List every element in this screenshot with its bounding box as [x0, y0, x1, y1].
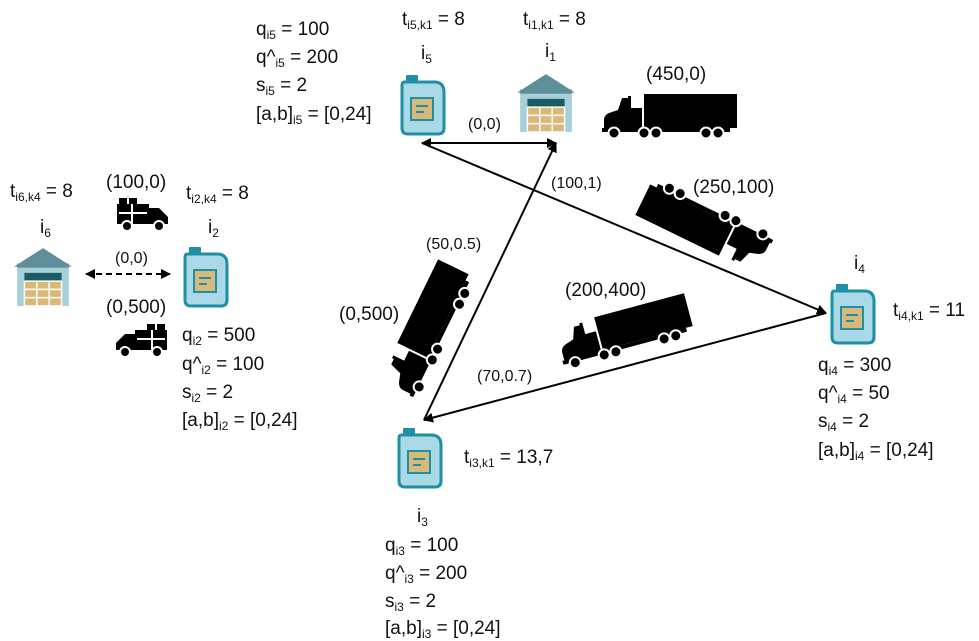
attr-q-i5: qi5 = 100: [256, 19, 330, 42]
node-label-i1: i1: [545, 41, 556, 64]
truck-label-leg-i4-i3: (200,400): [565, 280, 647, 301]
edge-i5-i4: [421, 142, 827, 315]
truck-icon-depot: [602, 94, 737, 139]
truck-label-leg-i5-i4: (250,100): [693, 177, 775, 198]
small-truck-icon-upper: [116, 198, 169, 232]
attr-s-i5: si5 = 2: [256, 75, 308, 98]
time-label-i2: ti2,k4 = 8: [186, 183, 249, 206]
node-label-i2: i2: [208, 217, 219, 240]
attr-qhat-i2: q^i2 = 100: [182, 354, 265, 377]
attr-qhat-i3: q^i3 = 200: [385, 563, 468, 586]
truck-label-k4-upper: (100,0): [106, 172, 167, 193]
node-label-i5: i5: [421, 43, 432, 66]
truck-label-leg-i3-i1: (0,500): [339, 304, 400, 325]
edge-i3-i1: [423, 142, 557, 421]
warehouse-icon-i6: [13, 247, 73, 307]
tank-icon-i2: [183, 246, 229, 308]
edge-label-i4-i3: (70,0.7): [477, 368, 533, 385]
attr-q-i3: qi3 = 100: [385, 535, 459, 558]
truck-label-depot: (450,0): [646, 64, 707, 85]
time-label-i4: ti4,k1 = 11: [893, 300, 966, 323]
attr-qhat-i5: q^i5 = 200: [256, 47, 339, 70]
tank-icon-i3: [397, 427, 443, 489]
node-label-i3: i3: [417, 506, 428, 529]
attr-window-i5: [a,b]i5 = [0,24]: [256, 104, 372, 127]
tank-icon-i5: [400, 74, 446, 136]
truck-icon-leg-i3-i1: [378, 259, 479, 401]
attr-q-i4: qi4 = 300: [818, 355, 892, 378]
node-label-i6: i6: [40, 217, 51, 240]
attr-qhat-i4: q^i4 = 50: [818, 383, 890, 406]
attr-s-i4: si4 = 2: [818, 411, 870, 434]
small-truck-icon-lower: [115, 324, 168, 358]
time-label-i5: ti5,k1 = 8: [402, 9, 465, 32]
edge-label-i3-i1: (50,0.5): [426, 236, 482, 253]
truck-label-k4-lower: (0,500): [106, 297, 167, 318]
attr-q-i2: qi2 = 500: [182, 325, 256, 348]
edge-label-i5-i4: (100,1): [551, 175, 602, 192]
edge-label-i1-i5: (0,0): [468, 116, 501, 133]
time-label-i1: ti1,k1 = 8: [523, 9, 586, 32]
warehouse-icon-i1: [516, 73, 576, 133]
attr-window-i2: [a,b]i2 = [0,24]: [182, 410, 298, 433]
edge-i4-i3: [423, 312, 827, 423]
attr-s-i2: si2 = 2: [182, 382, 234, 405]
attr-window-i4: [a,b]i4 = [0,24]: [818, 440, 934, 463]
node-label-i4: i4: [854, 253, 865, 276]
edge-label-i6-i2: (0,0): [115, 250, 148, 267]
attr-window-i3: [a,b]i3 = [0,24]: [385, 618, 501, 641]
time-label-i3: ti3,k1 = 13,7: [464, 447, 554, 470]
attr-s-i3: si3 = 2: [385, 591, 437, 614]
truck-icon-leg-i4-i3: [553, 293, 696, 372]
tank-icon-i4: [830, 283, 876, 345]
time-label-i6: ti6,k4 = 8: [10, 181, 73, 204]
